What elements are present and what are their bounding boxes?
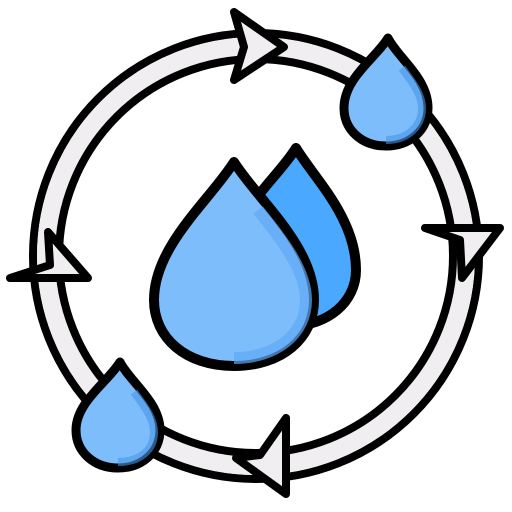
cycle-arrows: [6, 8, 504, 498]
small-drop-top-right-icon: [339, 33, 433, 151]
small-drop-bottom-left-icon: [71, 357, 165, 473]
arrow-right-icon: [421, 224, 504, 282]
arrow-top-icon: [230, 8, 288, 84]
center-front-drop-icon: [149, 157, 319, 371]
arrow-bottom-icon: [232, 414, 290, 498]
arrow-left-icon: [6, 228, 92, 282]
